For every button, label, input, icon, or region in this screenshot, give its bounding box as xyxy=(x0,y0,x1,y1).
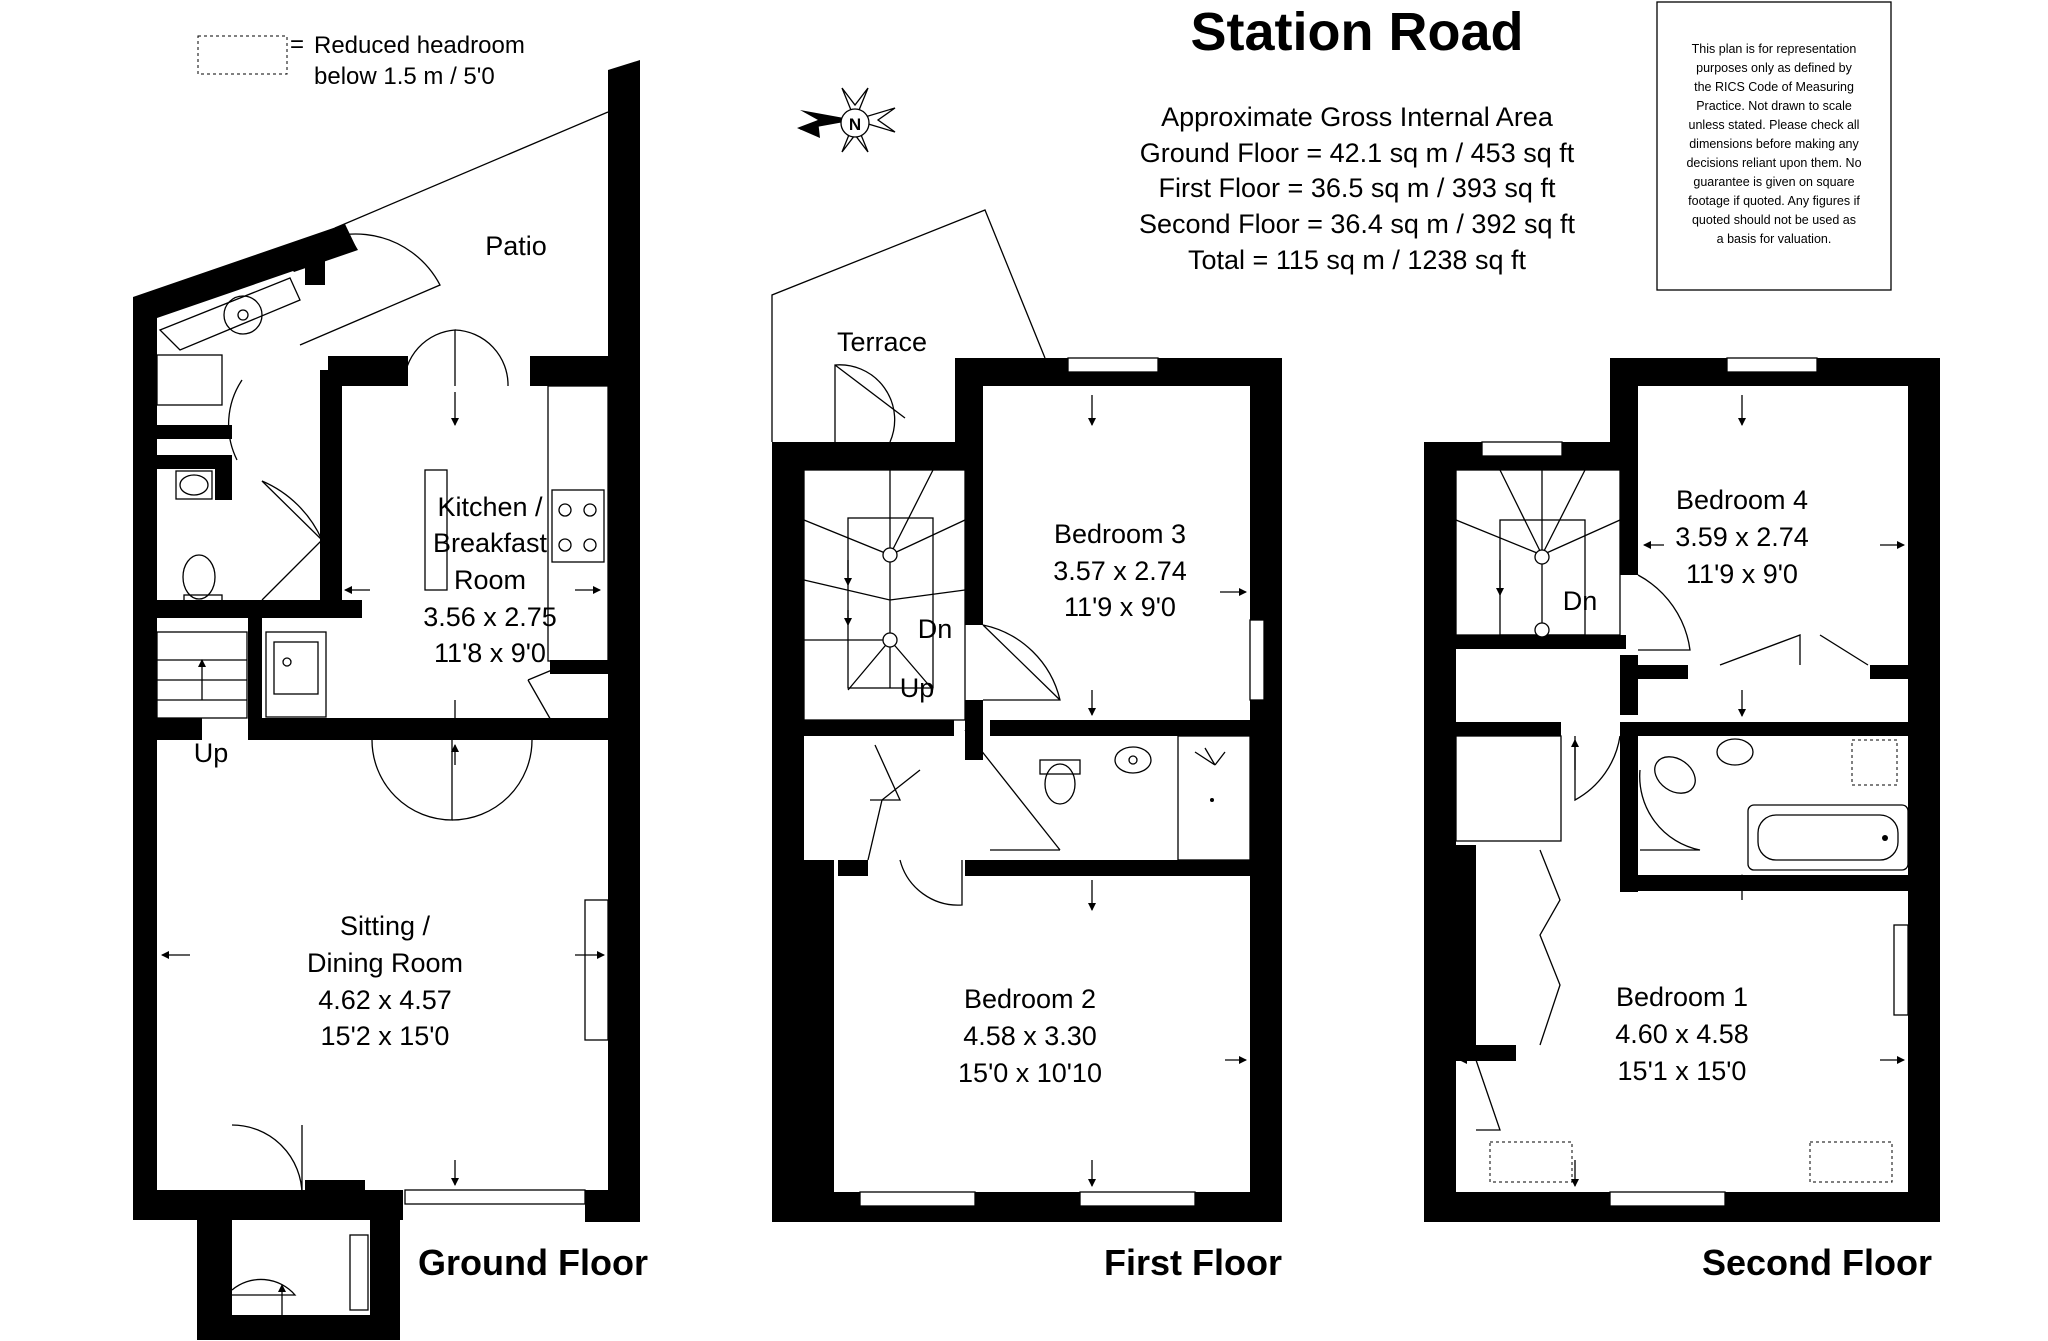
bedroom4-dims-metric: 3.59 x 2.74 xyxy=(1675,522,1809,552)
legend-line-2: below 1.5 m / 5'0 xyxy=(314,63,495,90)
bedroom1-dims-imperial: 15'1 x 15'0 xyxy=(1618,1056,1747,1086)
second-floor-plan: Bedroom 4 3.59 x 2.74 11'9 x 9'0 Dn Bedr… xyxy=(1424,357,1940,1283)
disclaimer-line: footage if quoted. Any figures if xyxy=(1688,194,1860,208)
legend: = Reduced headroom below 1.5 m / 5'0 xyxy=(197,31,525,90)
first-stairs-up: Up xyxy=(900,673,935,703)
disclaimer-line: the RICS Code of Measuring xyxy=(1694,80,1854,94)
kitchen-dims-imperial: 11'8 x 9'0 xyxy=(434,638,546,668)
legend-equals: = xyxy=(290,31,304,58)
first-floor-plan: Terrace Bedroom 3 3.57 x 2.74 11'9 x 9'0… xyxy=(771,209,1282,1283)
ground-stairs-up: Up xyxy=(194,738,229,768)
sitting-dims-imperial: 15'2 x 15'0 xyxy=(321,1021,450,1051)
bedroom4-dims-imperial: 11'9 x 9'0 xyxy=(1686,559,1798,589)
disclaimer-line: decisions reliant upon them. No xyxy=(1686,156,1861,170)
disclaimer-line: quoted should not be used as xyxy=(1692,213,1856,227)
disclaimer-line: a basis for valuation. xyxy=(1717,232,1832,246)
disclaimer-box: This plan is for representation purposes… xyxy=(1656,1,1892,291)
first-stairs-dn: Dn xyxy=(918,614,953,644)
ground-floor-label: Ground Floor xyxy=(418,1242,648,1283)
bedroom4-label: Bedroom 4 xyxy=(1676,485,1808,515)
sitting-label: Dining Room xyxy=(307,948,463,978)
bedroom3-dims-metric: 3.57 x 2.74 xyxy=(1053,556,1187,586)
disclaimer-line: unless stated. Please check all xyxy=(1689,118,1860,132)
first-floor-label: First Floor xyxy=(1104,1242,1282,1283)
kitchen-dims-metric: 3.56 x 2.75 xyxy=(423,602,557,632)
second-floor-label: Second Floor xyxy=(1702,1242,1932,1283)
area-total: Total = 115 sq m / 1238 sq ft xyxy=(1188,245,1526,275)
kitchen-label: Breakfast xyxy=(433,528,548,558)
plan-title: Station Road xyxy=(1191,2,1524,62)
bedroom2-dims-metric: 4.58 x 3.30 xyxy=(963,1021,1097,1051)
entrance-label: IN xyxy=(270,1312,297,1341)
sitting-label: Sitting / xyxy=(340,911,431,941)
terrace-label: Terrace xyxy=(837,327,927,357)
bedroom3-label: Bedroom 3 xyxy=(1054,519,1186,549)
disclaimer-line: dimensions before making any xyxy=(1689,137,1859,151)
gross-internal-area: Approximate Gross Internal Area Ground F… xyxy=(1139,102,1575,275)
patio-label: Patio xyxy=(485,231,547,261)
bedroom3-dims-imperial: 11'9 x 9'0 xyxy=(1064,592,1176,622)
second-stairs-dn: Dn xyxy=(1563,586,1598,616)
ground-floor-plan: Patio Kitchen / Breakfast Room 3.56 x 2.… xyxy=(133,60,648,1341)
disclaimer-line: Practice. Not drawn to scale xyxy=(1696,99,1852,113)
disclaimer-line: This plan is for representation xyxy=(1692,42,1857,56)
kitchen-label: Kitchen / xyxy=(437,492,543,522)
bedroom1-label: Bedroom 1 xyxy=(1616,982,1748,1012)
reduced-headroom-swatch xyxy=(197,35,288,75)
area-heading: Approximate Gross Internal Area xyxy=(1161,102,1554,132)
kitchen-label: Room xyxy=(454,565,526,595)
area-first: First Floor = 36.5 sq m / 393 sq ft xyxy=(1159,173,1556,203)
disclaimer-line: guarantee is given on square xyxy=(1693,175,1854,189)
area-ground: Ground Floor = 42.1 sq m / 453 sq ft xyxy=(1140,138,1575,168)
compass-letter: N xyxy=(849,115,861,134)
area-second: Second Floor = 36.4 sq m / 392 sq ft xyxy=(1139,209,1575,239)
bedroom2-label: Bedroom 2 xyxy=(964,984,1096,1014)
legend-line-1: Reduced headroom xyxy=(314,32,525,59)
disclaimer-line: purposes only as defined by xyxy=(1696,61,1852,75)
bedroom1-dims-metric: 4.60 x 4.58 xyxy=(1615,1019,1749,1049)
sitting-dims-metric: 4.62 x 4.57 xyxy=(318,985,452,1015)
bedroom2-dims-imperial: 15'0 x 10'10 xyxy=(958,1058,1102,1088)
compass-icon: N xyxy=(797,87,896,153)
